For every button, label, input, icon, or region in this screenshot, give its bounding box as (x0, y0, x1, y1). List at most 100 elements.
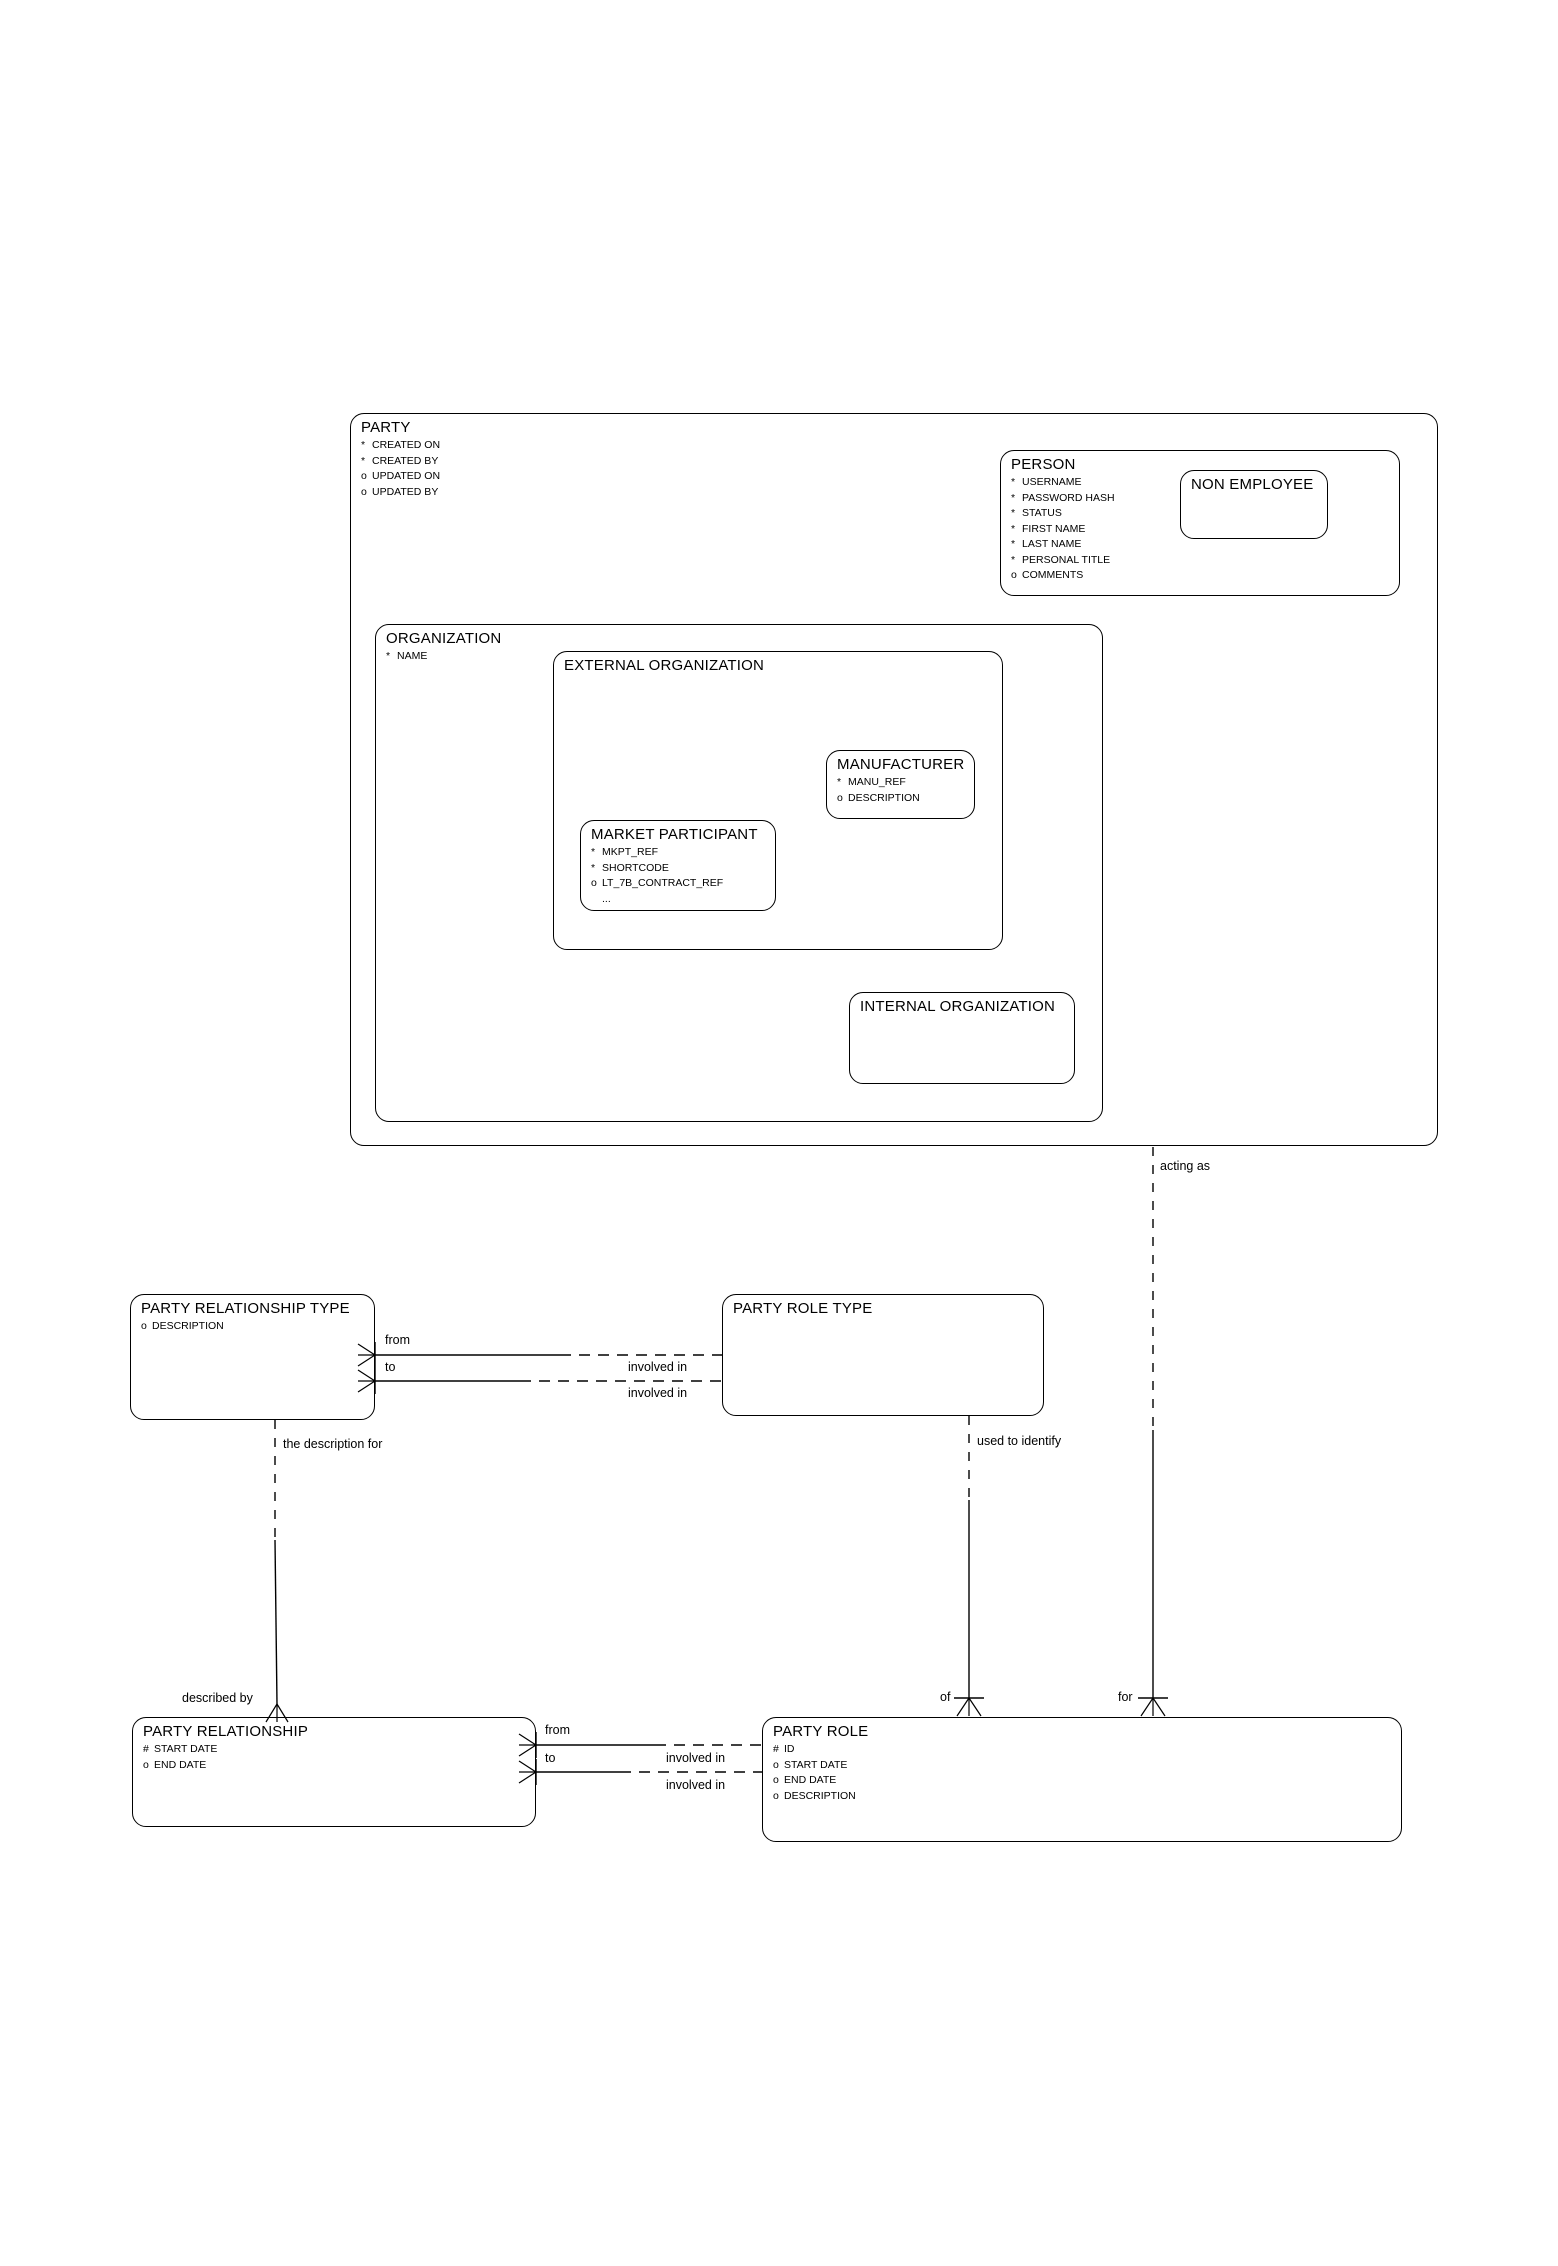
relationship-label-pr-involved-in-1: involved in (666, 1751, 726, 1765)
attribute-row: * MKPT_REF (591, 845, 723, 861)
attribute-marker: * (1011, 538, 1016, 551)
attribute-row: ... (591, 892, 723, 908)
attribute-label: CREATED BY (372, 454, 439, 467)
attribute-marker: o (773, 1758, 779, 1771)
relationship-label-used-to-identify: used to identify (977, 1434, 1062, 1448)
attribute-marker: * (591, 861, 596, 874)
relationship-used-to-identify-of (954, 1416, 984, 1717)
attribute-row: * LAST NAME (1011, 537, 1115, 553)
entity-non-employee-title: NON EMPLOYEE (1191, 476, 1314, 493)
attribute-marker: # (143, 1743, 149, 1755)
relationship-label-prt-involved-in-1: involved in (628, 1360, 688, 1374)
attribute-row: o END DATE (773, 1773, 856, 1789)
attribute-row: o UPDATED BY (361, 485, 440, 501)
relationship-label-of: of (940, 1690, 951, 1704)
attribute-label: ... (602, 892, 611, 905)
attribute-label: MKPT_REF (602, 846, 659, 858)
attribute-label: END DATE (154, 1758, 207, 1771)
attribute-marker: o (1011, 569, 1017, 582)
attribute-row: o END DATE (143, 1758, 217, 1774)
entity-non-employee[interactable]: NON EMPLOYEE (1180, 470, 1328, 539)
attribute-marker: o (773, 1774, 779, 1787)
attribute-label: UPDATED BY (372, 485, 439, 498)
attribute-row: *MANU_REF (837, 775, 920, 791)
attribute-marker: * (1011, 476, 1016, 488)
entity-external-organization[interactable]: EXTERNAL ORGANIZATION (553, 651, 1003, 950)
relationship-label-for: for (1118, 1690, 1133, 1704)
attribute-label: PASSWORD HASH (1022, 491, 1115, 504)
relationship-label-acting-as: acting as (1160, 1159, 1211, 1173)
attribute-row: *STATUS (1011, 506, 1115, 522)
attribute-row: o UPDATED ON (361, 469, 440, 485)
entity-party-role-type[interactable]: PARTY ROLE TYPE (722, 1294, 1044, 1416)
attribute-row: # ID (773, 1742, 856, 1758)
attribute-label: PERSONAL TITLE (1022, 553, 1111, 566)
attribute-marker: # (773, 1743, 779, 1755)
entity-organization[interactable]: ORGANIZATION *NAME (375, 624, 1103, 1122)
entity-person-title: PERSON (1011, 456, 1076, 473)
entity-market-participant-title: MARKET PARTICIPANT (591, 826, 758, 843)
attribute-row: *PASSWORD HASH (1011, 491, 1115, 507)
relationship-described-by (265, 1420, 289, 1723)
attribute-label: END DATE (784, 1774, 837, 1787)
entity-party-title: PARTY (361, 419, 411, 436)
attribute-marker: o (591, 877, 597, 890)
relationship-label-prt-from: from (385, 1333, 410, 1347)
relationship-label-pr-from: from (545, 1723, 570, 1737)
attribute-marker: o (361, 470, 367, 483)
attribute-label: START DATE (154, 1743, 218, 1755)
attribute-label: USERNAME (1022, 476, 1082, 488)
attribute-row: * CREATED BY (361, 454, 440, 470)
relationship-pr-to-involved-in (518, 1759, 762, 1785)
entity-internal-organization-title: INTERNAL ORGANIZATION (860, 998, 1056, 1015)
attribute-marker: * (386, 650, 391, 662)
entity-party-relationship-type-title: PARTY RELATIONSHIP TYPE (141, 1300, 350, 1317)
attribute-label: FIRST NAME (1022, 522, 1086, 535)
entity-internal-organization[interactable]: INTERNAL ORGANIZATION (849, 992, 1075, 1084)
attribute-label: MANU_REF (848, 776, 906, 788)
attribute-label: ID (784, 1743, 795, 1755)
relationship-acting-as-for (1138, 1147, 1168, 1717)
entity-external-organization-title: EXTERNAL ORGANIZATION (564, 657, 765, 674)
entity-party-role-type-title: PARTY ROLE TYPE (733, 1300, 873, 1317)
entity-person[interactable]: PERSON *USERNAME *PASSWORD HASH *STATUS … (1000, 450, 1400, 596)
attribute-label: UPDATED ON (372, 470, 441, 483)
entity-party-relationship-title: PARTY RELATIONSHIP (143, 1723, 309, 1740)
attribute-label: START DATE (784, 1758, 848, 1771)
attribute-label: LAST NAME (1022, 538, 1082, 551)
entity-person-attributes: *USERNAME *PASSWORD HASH *STATUS *FIRST … (1011, 475, 1115, 584)
relationship-label-prt-involved-in-2: involved in (628, 1386, 688, 1400)
entity-manufacturer-title: MANUFACTURER (837, 756, 965, 773)
attribute-label: SHORTCODE (602, 861, 669, 874)
attribute-marker: o (143, 1758, 149, 1771)
relationship-label-pr-involved-in-2: involved in (666, 1778, 726, 1792)
attribute-marker: o (361, 485, 367, 498)
entity-party-relationship[interactable]: PARTY RELATIONSHIP # START DATE o END DATE (132, 1717, 536, 1827)
relationship-label-pr-to: to (545, 1751, 556, 1765)
attribute-marker: * (1011, 507, 1016, 520)
attribute-row: *NAME (386, 649, 427, 665)
attribute-marker: o (141, 1320, 147, 1332)
attribute-marker: * (361, 454, 366, 467)
attribute-marker: * (591, 846, 596, 858)
entity-organization-attributes: *NAME (386, 649, 427, 665)
entity-market-participant[interactable]: MARKET PARTICIPANT * MKPT_REF * SHORTCODE … (580, 820, 776, 911)
entity-party-relationship-attributes: # START DATE o END DATE (143, 1742, 217, 1773)
relationship-label-prt-to: to (385, 1360, 396, 1374)
entity-organization-title: ORGANIZATION (386, 630, 502, 647)
attribute-marker: * (1011, 553, 1016, 566)
attribute-row: * PERSONAL TITLE (1011, 553, 1115, 569)
